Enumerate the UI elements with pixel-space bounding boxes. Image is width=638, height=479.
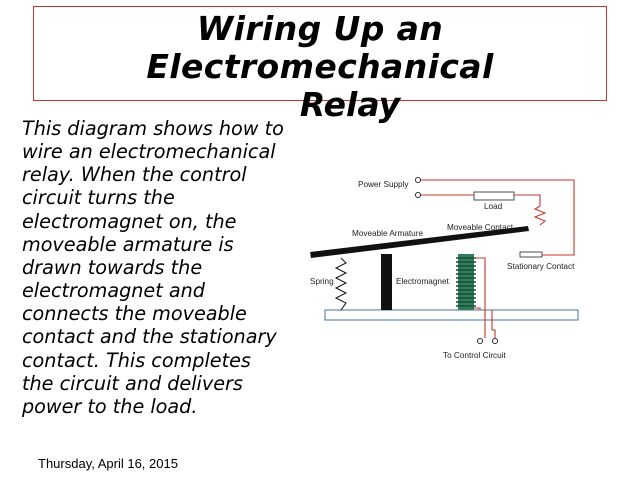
title-line-2: Relay <box>299 85 401 124</box>
label-moveable-armature: Moveable Armature <box>352 229 423 238</box>
control-terminal <box>476 337 484 345</box>
label-electromagnet: Electromagnet <box>396 277 450 286</box>
description-text: This diagram shows how to wire an electr… <box>22 117 302 418</box>
power-terminal <box>414 176 422 184</box>
moveable-armature <box>310 226 529 258</box>
armature-pivot <box>381 254 392 310</box>
control-terminal <box>491 337 499 345</box>
description-line: This diagram shows how to <box>22 117 284 140</box>
description-line: contact and the stationary <box>22 325 277 349</box>
description-line: relay. When the control <box>22 163 247 187</box>
slide-title: Wiring Up an Electromechanical Relay <box>33 10 607 124</box>
description-line: connects the moveable <box>22 302 247 326</box>
description-line: the circuit and delivers <box>22 371 243 395</box>
description-line: drawn towards the <box>22 255 203 279</box>
label-spring: Spring <box>310 277 334 286</box>
spring <box>334 257 348 311</box>
circuit-wires <box>421 179 575 338</box>
description-line: contact. This completes <box>22 348 251 372</box>
label-moveable-contact: Moveable Contact <box>447 223 514 232</box>
stationary-contact <box>519 251 543 258</box>
load-box <box>473 191 515 201</box>
description-line: moveable armature is <box>22 232 234 256</box>
base-plate <box>324 309 579 321</box>
label-control-circuit: To Control Circuit <box>443 351 507 360</box>
label-load: Load <box>484 202 503 211</box>
description-line: power to the load. <box>22 394 198 418</box>
title-frame <box>33 6 607 101</box>
description-line: wire an electromechanical <box>22 140 276 164</box>
electromagnet-coil <box>456 257 476 307</box>
description-line: electromagnet and <box>22 279 205 303</box>
slide-date: Thursday, April 16, 2015 <box>38 456 178 471</box>
label-stationary-contact: Stationary Contact <box>507 262 575 271</box>
description-line: circuit turns the <box>22 186 175 210</box>
label-power-supply: Power Supply <box>358 180 409 189</box>
description-line: electromagnet on, the <box>22 209 237 233</box>
power-terminal <box>414 191 422 199</box>
title-line-1: Wiring Up an Electromechanical <box>146 9 494 86</box>
